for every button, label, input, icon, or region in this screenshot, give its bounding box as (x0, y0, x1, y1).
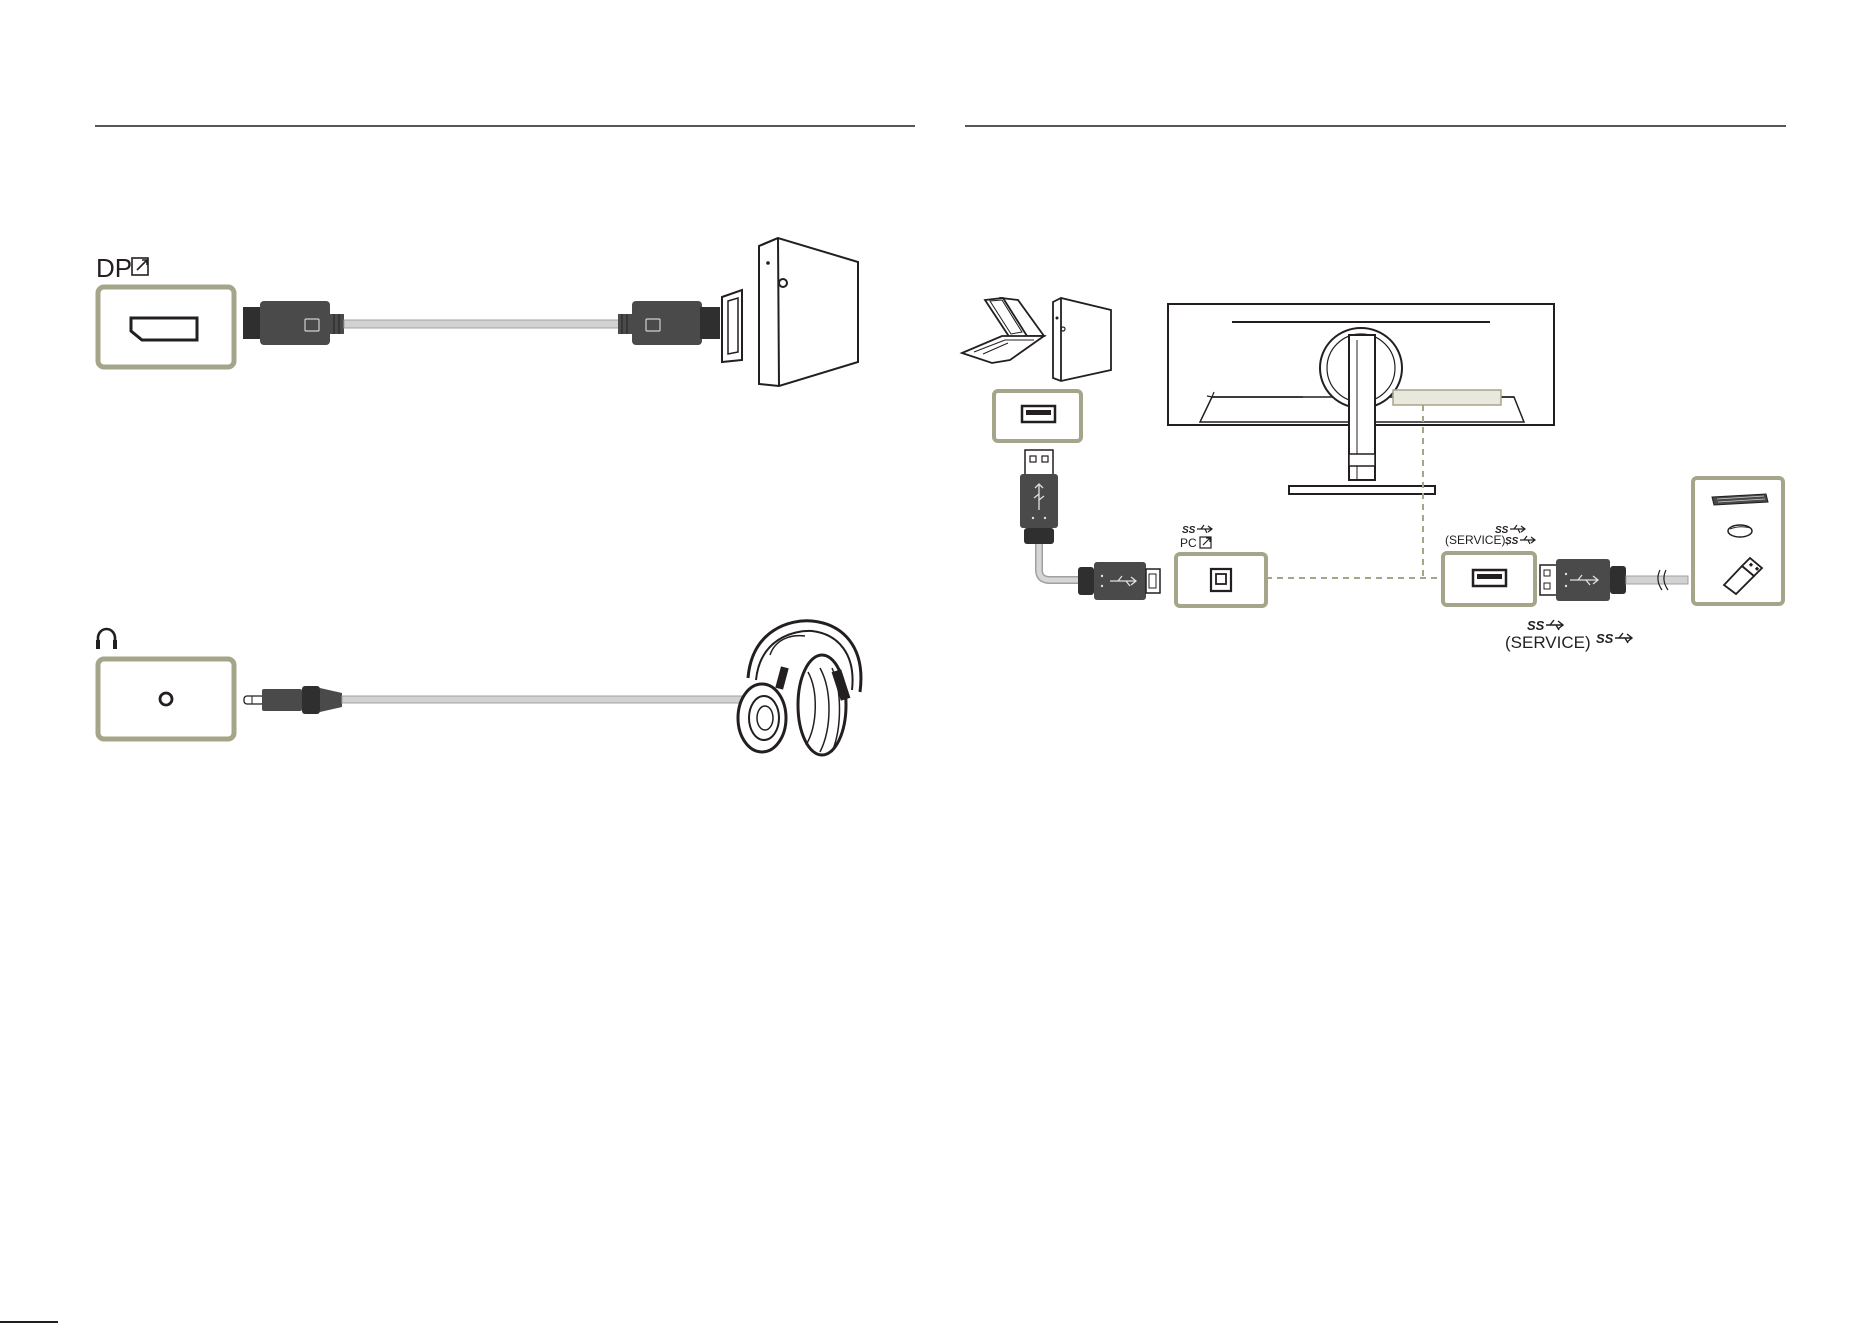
svg-text:SS: SS (1527, 618, 1545, 633)
dp-plug-pc-side (618, 301, 720, 345)
laptop-icon (962, 298, 1044, 363)
audio-plug (244, 686, 342, 714)
audio-cable (342, 696, 744, 703)
displayport-icon (131, 318, 197, 340)
monitor-back-icon (1168, 304, 1554, 494)
usb-devices-panel (1693, 478, 1783, 604)
pc-input-icon (1200, 537, 1211, 548)
audio-jack-icon (160, 693, 172, 705)
usb-superspeed-icon: SS (1527, 618, 1563, 633)
headphone-port-frame (98, 659, 234, 739)
monitor-port-panel (1393, 390, 1501, 405)
desktop-tower-icon (1053, 298, 1111, 381)
usb-connection: SS PC (962, 298, 1783, 652)
usb-upstream-cable (1039, 544, 1080, 580)
pc-upstream-label: PC (1180, 536, 1197, 550)
svg-text:SS: SS (1596, 631, 1614, 646)
dp-port-label: DP (96, 253, 132, 283)
headphone-icon (98, 629, 115, 648)
usb-a-plug-vertical (1020, 450, 1058, 544)
usb-superspeed-icon: SS (1182, 525, 1212, 536)
usb-downstream-port: SS (SERVICE), SS (1443, 525, 1535, 605)
usb-upstream-port: SS PC (1176, 525, 1266, 606)
usb-device-label: SS (SERVICE) SS (1505, 618, 1632, 652)
usb-device-cable (1626, 576, 1688, 584)
dp-connection: DP (96, 238, 858, 386)
pc-usb-port-frame (994, 391, 1081, 441)
svg-text:SS: SS (1182, 525, 1196, 536)
headphones-icon (738, 621, 861, 755)
usb-b-plug (1078, 562, 1160, 600)
usb-a-plug-horizontal (1540, 559, 1626, 601)
mouse-icon (1728, 525, 1752, 537)
headphone-connection (96, 621, 861, 755)
pc-tower-icon (722, 238, 858, 386)
usb-b-port-icon (1211, 569, 1231, 591)
service-device-label: (SERVICE) (1505, 633, 1591, 652)
svg-text:SS: SS (1505, 536, 1519, 547)
downstream-service-label: (SERVICE), (1445, 533, 1509, 547)
dp-plug-monitor-side (243, 301, 344, 345)
usb-superspeed-icon: SS (1505, 536, 1535, 547)
dp-port-frame (98, 287, 234, 367)
dp-input-icon (132, 258, 148, 275)
usb-superspeed-icon: SS (1596, 631, 1632, 646)
dp-cable (344, 320, 620, 328)
